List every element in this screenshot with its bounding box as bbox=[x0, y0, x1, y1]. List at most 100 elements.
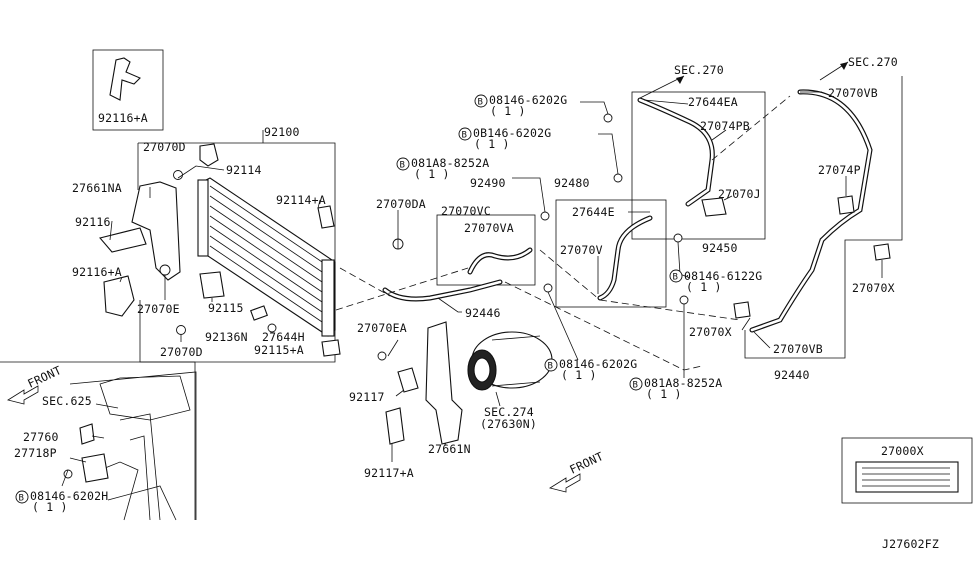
compressor-sec274 bbox=[467, 331, 553, 391]
label-92446: 92446 bbox=[465, 306, 501, 320]
leader-08146-a bbox=[580, 101, 609, 115]
label-sticker-27000X bbox=[855, 461, 959, 493]
svg-text:B: B bbox=[462, 131, 467, 141]
leader-27074PB bbox=[711, 129, 727, 141]
label-08146-6202H: 08146-6202H bbox=[30, 489, 108, 503]
dash-6 bbox=[711, 95, 791, 161]
bolt-symbol-1: B bbox=[474, 94, 488, 108]
label-27070D-top: 27070D bbox=[143, 140, 186, 154]
label-92116a: 92116+A bbox=[72, 265, 122, 279]
label-92114: 92114 bbox=[226, 163, 262, 177]
label-92440: 92440 bbox=[774, 368, 810, 382]
label-08146-b-qty: ( 1 ) bbox=[474, 137, 510, 151]
label-27718P: 27718P bbox=[14, 446, 57, 460]
leader-92114 bbox=[177, 165, 225, 179]
label-08146-6122G: 08146-6122G bbox=[684, 269, 762, 283]
svg-text:B: B bbox=[478, 98, 483, 108]
bolt-08146-c bbox=[543, 283, 553, 293]
label-sec274: SEC.274 bbox=[484, 405, 534, 419]
label-92490: 92490 bbox=[470, 176, 506, 190]
label-27070VA: 27070VA bbox=[464, 221, 514, 235]
arrowhead-sec270-a bbox=[676, 76, 684, 84]
leader-sec274 bbox=[495, 391, 501, 407]
label-081A8-top-qty: ( 1 ) bbox=[414, 167, 450, 181]
label-08146-c-qty: ( 1 ) bbox=[561, 368, 597, 382]
bracket-92117a bbox=[385, 407, 405, 445]
leader-27070X bbox=[741, 317, 751, 331]
label-08146-b: 0B146-6202G bbox=[473, 126, 551, 140]
bolt-symbol-7: B bbox=[15, 490, 29, 504]
label-081A8-top: 081A8-8252A bbox=[411, 156, 489, 170]
bracket-92116 bbox=[99, 227, 147, 253]
leader-92114a bbox=[317, 199, 321, 209]
box-92440 bbox=[744, 76, 903, 359]
grommet-27070EA bbox=[377, 351, 387, 361]
label-92116: 92116 bbox=[75, 215, 111, 229]
label-92100: 92100 bbox=[264, 125, 300, 139]
bracket-92117 bbox=[397, 367, 419, 393]
leader-27070VB-bot bbox=[753, 331, 771, 349]
bolt-symbol-6: B bbox=[629, 377, 643, 391]
label-27644H: 27644H bbox=[262, 330, 305, 344]
label-081A8-bot-qty: ( 1 ) bbox=[646, 387, 682, 401]
sensor-27718P bbox=[81, 453, 109, 483]
grommet-27070D-top bbox=[173, 170, 183, 180]
front-arrow-a bbox=[6, 385, 39, 405]
leader-92116 bbox=[109, 220, 113, 241]
label-27070D-bot: 27070D bbox=[160, 345, 203, 359]
bolt-08146-6122G bbox=[673, 233, 683, 243]
bolt-symbol-4: B bbox=[669, 269, 683, 283]
leader-92117 bbox=[395, 389, 405, 397]
clip-27070X-right bbox=[873, 243, 891, 261]
pipe-92480 bbox=[597, 215, 653, 301]
bracket-27661NA bbox=[131, 181, 181, 281]
label-92450: 92450 bbox=[702, 241, 738, 255]
box-92450 bbox=[631, 91, 766, 240]
label-front-b: FRONT bbox=[567, 449, 605, 477]
label-sec270-a: SEC.270 bbox=[674, 63, 724, 77]
svg-text:B: B bbox=[19, 494, 24, 504]
label-27070X: 27070X bbox=[689, 325, 732, 339]
grommet-27070D-bot bbox=[176, 325, 186, 335]
detail-sec625 bbox=[61, 371, 197, 521]
label-sec274-sub: (27630N) bbox=[480, 417, 537, 431]
svg-text:B: B bbox=[673, 273, 678, 283]
leader-08146-c bbox=[547, 291, 579, 361]
bolt-symbol-2: B bbox=[458, 127, 472, 141]
leader-92116a bbox=[119, 276, 123, 283]
label-92114a: 92114+A bbox=[276, 193, 326, 207]
label-92136N: 92136N bbox=[205, 330, 248, 344]
bolt-081A8-bot bbox=[679, 295, 689, 305]
clip-27070J bbox=[701, 197, 727, 217]
clip-27070X bbox=[733, 301, 751, 319]
bolt-08146-a bbox=[603, 113, 613, 123]
leader-081A8-top bbox=[512, 177, 546, 213]
label-27070J: 27070J bbox=[718, 187, 761, 201]
diagram-id: J27602FZ bbox=[882, 537, 939, 551]
leader-92446 bbox=[437, 297, 462, 313]
svg-text:B: B bbox=[400, 161, 405, 171]
dash-5 bbox=[599, 299, 741, 321]
bolt-081A8-top bbox=[540, 211, 550, 221]
label-sec625: SEC.625 bbox=[42, 394, 92, 408]
label-27070EA: 27070EA bbox=[357, 321, 407, 335]
detail-box-frame bbox=[0, 361, 196, 520]
svg-text:B: B bbox=[548, 362, 553, 372]
label-27070VB-top: 27070VB bbox=[828, 86, 878, 100]
arrowhead-sec270-b bbox=[840, 62, 848, 70]
label-27070X-right: 27070X bbox=[852, 281, 895, 295]
condenser-group-box bbox=[138, 142, 336, 363]
label-27760: 27760 bbox=[23, 430, 59, 444]
oring-27644H bbox=[267, 323, 277, 333]
grommet-27070E bbox=[159, 264, 171, 276]
label-27644EA: 27644EA bbox=[688, 95, 738, 109]
label-27070E: 27070E bbox=[137, 302, 180, 316]
label-27070V: 27070V bbox=[560, 243, 603, 257]
label-92480: 92480 bbox=[554, 176, 590, 190]
label-27000X: 27000X bbox=[881, 444, 924, 458]
label-92117: 92117 bbox=[349, 390, 385, 404]
box-92480 bbox=[555, 199, 667, 308]
label-08146-a-qty: ( 1 ) bbox=[490, 104, 526, 118]
